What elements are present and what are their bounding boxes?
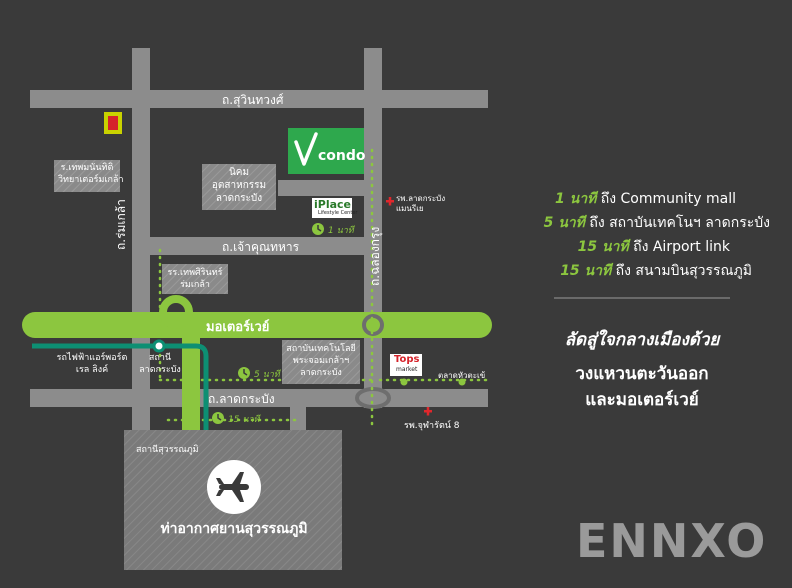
road-label-latkrabang: ถ.ลาดกระบัง [208, 392, 275, 406]
road-label-romklao: ถ.ร่มเกล้า [114, 199, 128, 250]
road-latkrabang [30, 389, 488, 407]
clock-icon-15 [212, 412, 224, 424]
airport-label: ท่าอากาศยานสุวรรณภูมิ [160, 521, 308, 537]
side-line-2-text: ถึง สถาบันเทคโนฯ ลาดกระบัง [589, 215, 770, 231]
tops-label: Tops [394, 354, 420, 365]
iplace-sub-label: Lifestyle Center [318, 210, 358, 216]
road-kmitl-spur [290, 395, 306, 431]
side-line-4: 15 นาที ถึง สนามบินสุวรรณภูมิ [560, 260, 752, 282]
industrial-label: นิคม อุตสาหกรรม ลาดกระบัง [211, 167, 267, 204]
kmitl-box [282, 340, 360, 384]
market-label: ตลาดหัวตะเข้ [438, 371, 486, 380]
condo-label: condo [318, 148, 366, 164]
motorway [22, 312, 492, 338]
slogan-line-1: ลัดสู่ใจกลางเมืองด้วย [564, 330, 720, 350]
market-dot [400, 378, 408, 386]
bigc-logo-inner [108, 116, 118, 130]
brand-watermark: ENNXO [576, 514, 768, 568]
motorway-airport-link [182, 312, 200, 434]
tops-box [390, 354, 422, 376]
hospital-jupha-label: รพ.จุฬารัตน์ 8 [404, 421, 460, 431]
road-network [22, 48, 492, 434]
time-5min-label: 5 นาที [254, 370, 280, 380]
airport-rail-link [32, 343, 209, 448]
school-box [54, 160, 120, 192]
side-line-3: 15 นาที ถึง Airport link [578, 236, 730, 258]
clock-icon [312, 223, 324, 235]
temple-label: รร.เทพศิรินทร์ ร่มเกล้า [167, 268, 223, 290]
school-label: ร.เทพมนันทิติ วิทยาเตอร์มเกล้า [58, 163, 124, 185]
road-label-motorway: มอเตอร์เวย์ [206, 320, 270, 335]
side-line-2: 5 นาที ถึง สถาบันเทคโนฯ ลาดกระบัง [544, 212, 770, 234]
side-line-4-time: 15 นาที [560, 263, 612, 279]
time-15min-label: 15 นาที [228, 415, 260, 425]
slogan-line-3: และมอเตอร์เวย์ [585, 390, 699, 410]
clock-icon-5 [238, 367, 250, 379]
side-line-4-text: ถึง สนามบินสุวรรณภูมิ [615, 263, 752, 279]
side-line-1: 1 นาที ถึง Community mall [555, 188, 736, 210]
side-line-1-time: 1 นาที [555, 191, 597, 207]
side-line-3-text: ถึง Airport link [633, 239, 730, 255]
road-chaokhun [132, 237, 382, 255]
temple-box [162, 264, 228, 294]
time-1min-label: 1 นาที [328, 226, 354, 236]
road-label-chalongkrung: ถ.ฉลองกรุง [368, 226, 382, 286]
motorway-interchange [159, 295, 193, 329]
station-latkrabang-dot [152, 339, 166, 353]
side-line-1-text: ถึง Community mall [600, 191, 736, 207]
station-suvarnabhumi-label: สถานีสุวรรณภูมิ [136, 445, 199, 455]
hospital-cross-icon [386, 197, 394, 206]
road-label-suwinthawong: ถ.สุวินทวงศ์ [222, 93, 284, 107]
side-line-2-time: 5 นาที [543, 215, 585, 231]
industrial-box [202, 164, 276, 210]
kmitl-label: สถาบันเทคโนโลยี พระจอมเกล้าฯ ลาดกระบัง [286, 344, 356, 378]
hospital-latkrabang-label: รพ.ลาดกระบัง แมนรีเย [396, 194, 446, 213]
plane-icon [216, 472, 249, 502]
iplace-box [312, 198, 352, 218]
condo-check-icon [294, 132, 318, 166]
road-label-chaokhun: ถ.เจ้าคุณทหาร [222, 240, 300, 254]
station-latkrabang-label: สถานี ลาดกระบัง [139, 353, 181, 375]
chalongkrung-interchange [362, 314, 384, 336]
side-line-3-time: 15 นาที [577, 239, 629, 255]
iplace-label: iPlace [314, 198, 352, 211]
market-dot-2 [458, 378, 466, 386]
road-condo-spur [278, 180, 382, 196]
airport-link-label: รถไฟฟ้าแอร์พอร์ต เรล ลิงค์ [56, 353, 128, 375]
hospital-cross-icon-2 [424, 407, 432, 416]
tops-sub-label: market [396, 366, 418, 373]
slogan-line-2: วงแหวนตะวันออก [575, 364, 709, 384]
